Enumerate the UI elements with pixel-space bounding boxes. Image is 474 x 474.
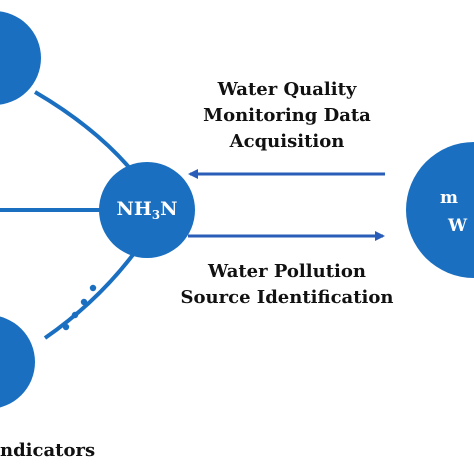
caption-acquisition-line-2: Monitoring Data (203, 105, 371, 126)
nh-subscript: 3 (151, 208, 161, 223)
indicator-node-top (0, 11, 41, 105)
caption-identification-line-2: Source Identification (180, 287, 394, 308)
ring-arc-lower (43, 246, 140, 340)
indicators-label: ndicators (0, 440, 96, 461)
indicator-node-bottom (0, 316, 35, 408)
caption-acquisition-line-1: Water Quality (217, 79, 357, 100)
ellipsis-dot (89, 284, 97, 292)
caption-identification: Water Pollution Source Identification (170, 259, 404, 311)
ring-arc-upper (33, 90, 140, 180)
caption-identification-line-1: Water Pollution (208, 261, 366, 282)
target-node-label-line2: W (448, 216, 468, 236)
nh-suffix: N (160, 198, 178, 220)
indicator-node-center-label: NH3N (107, 198, 187, 222)
target-node-label-line1: m (440, 188, 458, 208)
indicator-node-center (99, 162, 195, 258)
nh-base: NH (116, 198, 152, 220)
target-node-right (406, 142, 474, 278)
ellipsis-dot (71, 311, 79, 319)
caption-acquisition: Water Quality Monitoring Data Acquisitio… (180, 77, 394, 155)
caption-acquisition-line-3: Acquisition (229, 131, 345, 152)
ellipsis-dot (80, 298, 88, 306)
ellipsis-dot (62, 323, 70, 331)
